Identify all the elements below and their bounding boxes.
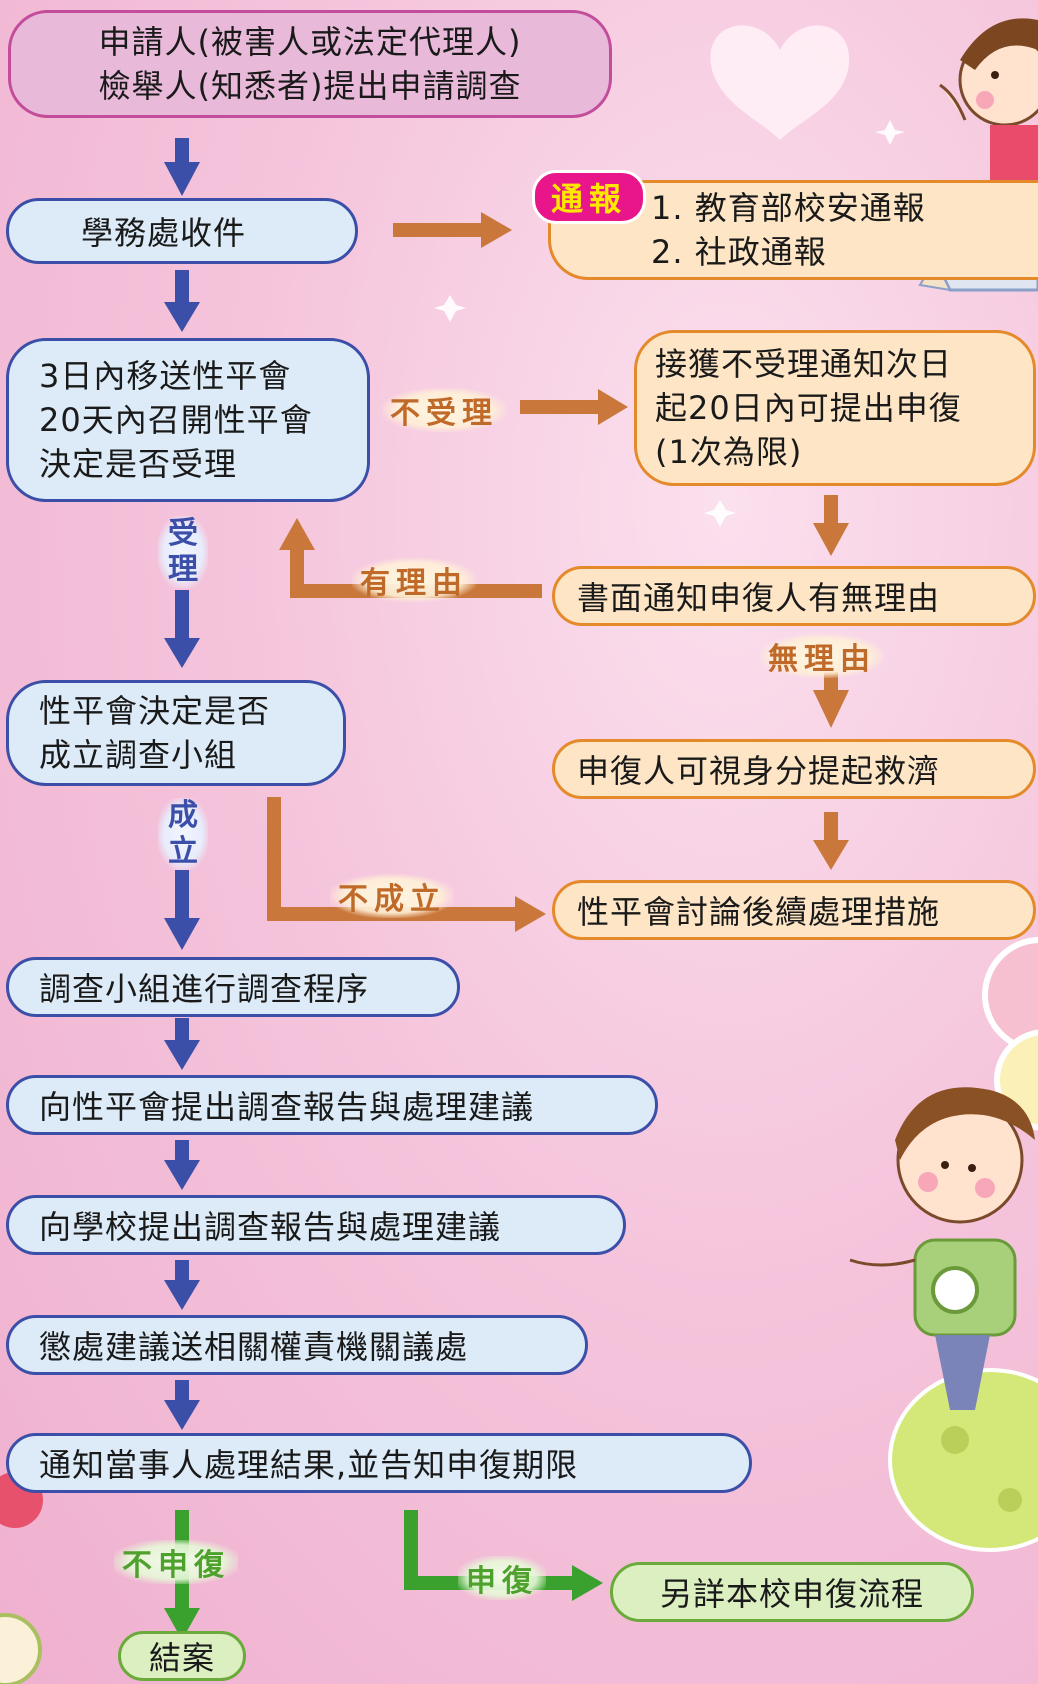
sparkle-decoration [434,120,905,527]
label-appeal: 申復 [458,1556,546,1600]
step-notify-label: 通知當事人處理結果,並告知申復期限 [39,1446,579,1484]
step-report-committee: 向性平會提出調查報告與處理建議 [6,1075,658,1135]
step-report-committee-label: 向性平會提出調查報告與處理建議 [39,1088,535,1126]
side-appeal-line1: 接獲不受理通知次日 [655,345,953,383]
arrow-punish-to-notify [164,1380,200,1430]
orange-arrows [267,212,849,932]
step-decide-group: 性平會決定是否 成立調查小組 [6,680,346,786]
step-investigate-label: 調查小組進行調查程序 [39,970,370,1008]
label-established-1: 成 [168,798,198,833]
arrow-appeal-to-notice [813,495,849,556]
heart-decoration [710,25,850,140]
side-follow-up: 性平會討論後續處理措施 [552,880,1036,940]
cream-circle-decoration [0,1613,42,1684]
label-established: 成 立 [158,798,208,870]
step-transfer: 3日內移送性平會 20天內召開性平會 決定是否受理 [6,338,370,502]
step-report-school: 向學校提出調查報告與處理建議 [6,1195,626,1255]
label-no-reason: 無理由 [760,634,884,678]
side-report-line2: 2. 社政通報 [651,233,827,271]
arrow-apply-to-receive [164,138,200,196]
side-appeal-line2: 起20日內可提出申復 [655,389,962,427]
label-accepted-1: 受 [168,516,198,551]
step-apply-line2: 檢舉人(知悉者)提出申請調查 [98,67,522,105]
step-receive: 學務處收件 [6,198,358,264]
boy-illustration [849,1087,1038,1552]
girl-illustration [939,18,1038,185]
arrow-investigate-to-report [164,1018,200,1070]
step-receive-label: 學務處收件 [81,214,247,252]
side-appeal-line3: (1次為限) [655,433,803,471]
arrow-receive-to-report [393,212,512,248]
step-report-school-label: 向學校提出調查報告與處理建議 [39,1208,502,1246]
label-not-established: 不成立 [330,874,454,918]
side-appeal-process: 另詳本校申復流程 [610,1562,974,1622]
step-decide-group-line2: 成立調查小組 [39,736,238,774]
label-not-accepted: 不受理 [382,388,506,432]
arrow-not-accepted [520,389,628,425]
step-close: 結案 [118,1631,246,1681]
arrow-school-to-punish [164,1260,200,1310]
label-no-appeal: 不申復 [114,1540,238,1584]
side-follow-up-label: 性平會討論後續處理措施 [577,893,941,931]
step-apply-line1: 申請人(被害人或法定代理人) [98,23,522,61]
label-with-reason: 有理由 [352,558,476,602]
side-remedy: 申復人可視身分提起救濟 [552,739,1036,799]
step-transfer-line1: 3日內移送性平會 [39,357,292,395]
step-notify: 通知當事人處理結果,並告知申復期限 [6,1433,752,1493]
arrow-report-to-school [164,1140,200,1190]
pink-circle-decoration [982,937,1038,1053]
step-apply: 申請人(被害人或法定代理人) 檢舉人(知悉者)提出申請調查 [8,10,612,118]
side-appeal: 接獲不受理通知次日 起20日內可提出申復 (1次為限) [634,330,1036,486]
arrow-established [164,870,200,950]
step-decide-group-line1: 性平會決定是否 [39,692,271,730]
side-remedy-label: 申復人可視身分提起救濟 [577,752,941,790]
blue-arrows [164,138,200,1430]
step-punish: 懲處建議送相關權責機關議處 [6,1315,588,1375]
step-punish-label: 懲處建議送相關權責機關議處 [39,1328,469,1366]
side-report-line1: 1. 教育部校安通報 [651,189,926,227]
step-investigate: 調查小組進行調查程序 [6,957,460,1017]
label-accepted-2: 理 [168,552,198,587]
side-appeal-process-label: 另詳本校申復流程 [659,1575,924,1613]
label-established-2: 立 [168,834,198,869]
side-written-notice-label: 書面通知申復人有無理由 [577,579,941,617]
step-transfer-line2: 20天內召開性平會 [39,401,313,439]
arrow-remedy-to-followup [813,812,849,870]
arrow-accepted [164,590,200,668]
step-close-label: 結案 [148,1639,215,1677]
label-accepted: 受 理 [158,516,208,588]
report-badge-label: 通報 [550,180,627,218]
report-badge: 通報 [532,170,646,224]
step-transfer-line3: 決定是否受理 [39,445,238,483]
arrow-no-reason [813,672,849,728]
side-written-notice: 書面通知申復人有無理由 [552,566,1036,626]
arrow-receive-to-transfer [164,270,200,332]
arrow-not-established [267,797,546,932]
